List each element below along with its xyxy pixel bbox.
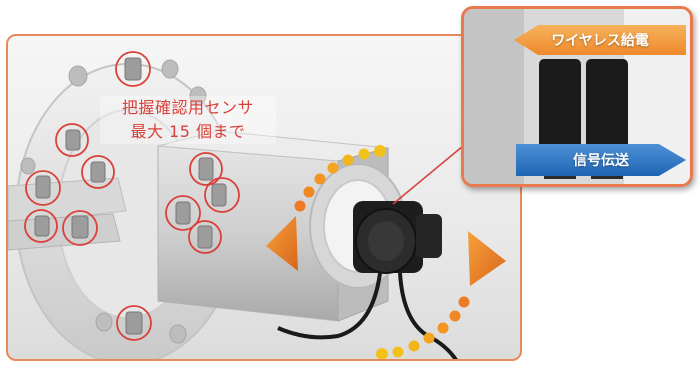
wireless-power-text: ワイヤレス給電 (551, 33, 649, 49)
caption-line-1: 把握確認用センサ (121, 98, 254, 117)
callout-line (392, 145, 464, 205)
signal-transmission-label: 信号伝送 (516, 144, 686, 176)
sensor-caption: 把握確認用センサ 最大 15 個まで (100, 96, 276, 144)
sensor-highlight-circles (24, 51, 240, 341)
rotation-dots (294, 145, 470, 359)
sensor-group (34, 57, 227, 335)
inset-block-right (586, 59, 628, 154)
cable (277, 272, 382, 340)
rotation-arrow-right (468, 231, 506, 286)
caption-line-2: 最大 15 個まで (130, 122, 246, 141)
inset-block-left (539, 59, 581, 154)
gripper-illustration-panel: 把握確認用センサ 最大 15 個まで (6, 34, 522, 361)
signal-transmission-text: 信号伝送 (573, 153, 629, 169)
rotary-joint-inset: ワイヤレス給電 信号伝送 (461, 6, 693, 187)
rotation-arrow-left (266, 216, 298, 271)
gripper-drawing (8, 51, 506, 359)
wireless-power-label: ワイヤレス給電 (514, 25, 686, 55)
bolt-holes (20, 59, 207, 344)
